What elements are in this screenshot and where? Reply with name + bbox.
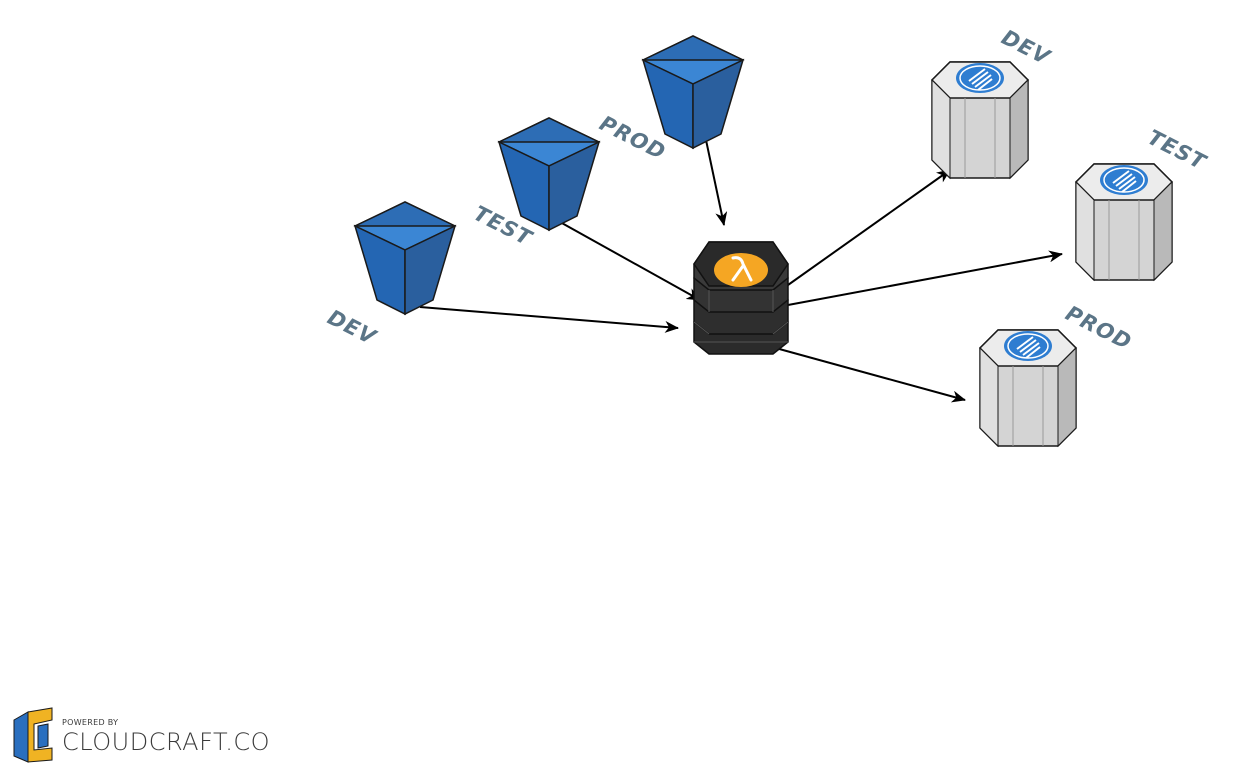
- api-endpoint-prod[interactable]: [978, 329, 1078, 448]
- connections: [419, 139, 1063, 403]
- powered-by-label: POWERED BY: [62, 717, 119, 727]
- api-gateway-icon: [956, 63, 1004, 93]
- arrow-lambda-to-endpoint-test: [787, 250, 1063, 306]
- api-gateway-icon: [1100, 165, 1148, 195]
- arrow-bucket-test-to-lambda: [559, 221, 701, 301]
- cloudcraft-branding[interactable]: POWERED BY CLOUDCRAFT.CO: [12, 706, 270, 766]
- arrow-bucket-dev-to-lambda: [419, 306, 679, 333]
- s3-bucket-test[interactable]: [497, 117, 601, 232]
- api-gateway-icon: [1004, 331, 1052, 361]
- bucket-dev-label: DEV: [324, 305, 381, 350]
- api-endpoint-dev[interactable]: [930, 61, 1030, 180]
- arrow-bucket-prod-to-lambda: [705, 139, 728, 226]
- s3-bucket-prod[interactable]: [641, 35, 745, 150]
- arrow-lambda-to-endpoint-dev: [787, 169, 951, 286]
- lambda-function[interactable]: [693, 241, 789, 355]
- arrow-lambda-to-endpoint-prod: [771, 346, 966, 403]
- cloudcraft-logo-icon: [13, 707, 53, 763]
- brand-label: CLOUDCRAFT.CO: [62, 727, 271, 756]
- bucket-prod-label: PROD: [596, 111, 670, 165]
- s3-bucket-dev[interactable]: [353, 201, 457, 316]
- api-endpoint-test[interactable]: [1074, 163, 1174, 282]
